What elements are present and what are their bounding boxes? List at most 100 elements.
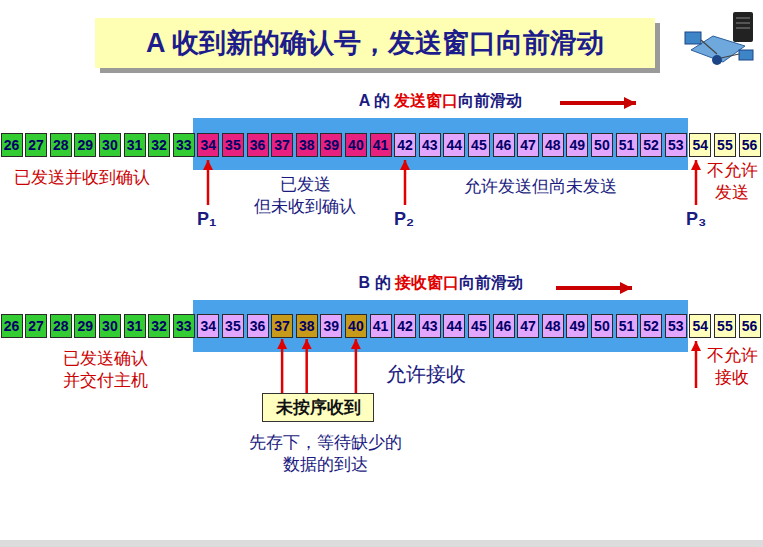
sequence-number: 49 — [570, 318, 586, 334]
sequence-cell: 40 — [345, 314, 367, 338]
label-slot: P₃ — [686, 208, 716, 231]
sequence-cell: 43 — [419, 314, 441, 338]
sequence-number: 40 — [348, 137, 364, 153]
sequence-cell: 41 — [370, 314, 392, 338]
pointer-label: P₂ — [394, 209, 414, 229]
slide-arrow — [560, 101, 636, 105]
pointer-arrow — [305, 339, 308, 393]
sequence-cell: 55 — [714, 133, 736, 157]
sequence-number: 48 — [545, 137, 561, 153]
note-label: 先存下，等待缺少的 数据的到达 — [249, 433, 402, 474]
sequence-cell: 54 — [689, 314, 711, 338]
sequence-number: 55 — [717, 318, 733, 334]
band-heading: B 的接收窗口向前滑动 — [193, 273, 688, 294]
sequence-cell: 44 — [443, 133, 465, 157]
heading-text: B 的 — [359, 273, 391, 294]
sequence-cell: 32 — [148, 133, 170, 157]
sequence-number: 46 — [496, 318, 512, 334]
sequence-number: 36 — [250, 318, 266, 334]
sequence-number: 34 — [201, 318, 217, 334]
sequence-cell: 34 — [197, 133, 219, 157]
sequence-cell: 42 — [394, 133, 416, 157]
sequence-number: 45 — [471, 137, 487, 153]
sequence-number: 45 — [471, 318, 487, 334]
sequence-cell: 55 — [714, 314, 736, 338]
callout-text: 未按序收到 — [276, 398, 361, 417]
sequence-cell: 51 — [616, 314, 638, 338]
sequence-cell: 27 — [25, 314, 47, 338]
sequence-number: 43 — [422, 137, 438, 153]
label-slot: P₂ — [394, 208, 424, 231]
sequence-cell: 43 — [419, 133, 441, 157]
sequence-number: 30 — [102, 137, 118, 153]
sequence-number: 37 — [274, 137, 290, 153]
pointer-arrow — [404, 160, 407, 205]
network-icon — [685, 12, 753, 65]
sequence-number: 54 — [693, 137, 709, 153]
sequence-cell: 38 — [296, 314, 318, 338]
sequence-number: 39 — [324, 318, 340, 334]
sequence-cell: 26 — [1, 314, 23, 338]
sequence-number: 29 — [78, 318, 94, 334]
band-heading: A 的发送窗口向前滑动 — [193, 91, 688, 112]
sequence-number: 46 — [496, 137, 512, 153]
sequence-cell: 36 — [247, 133, 269, 157]
sequence-cell: 35 — [222, 133, 244, 157]
sequence-cell: 56 — [739, 133, 761, 157]
sequence-number: 50 — [594, 318, 610, 334]
sequence-cell: 48 — [542, 133, 564, 157]
sequence-cell: 41 — [370, 133, 392, 157]
sequence-cell: 33 — [173, 314, 195, 338]
sequence-cell: 31 — [124, 133, 146, 157]
sequence-cell: 50 — [591, 133, 613, 157]
sequence-number: 26 — [4, 318, 20, 334]
bottom-strip — [0, 540, 763, 547]
label-slot: 不允许 接收 — [703, 345, 761, 389]
sequence-cell: 29 — [74, 133, 96, 157]
sequence-number: 41 — [373, 318, 389, 334]
pointer-arrow — [207, 160, 210, 205]
sequence-cell: 30 — [99, 314, 121, 338]
arrow-group — [160, 103, 696, 388]
sequence-number: 56 — [742, 137, 758, 153]
sequence-cell: 45 — [468, 133, 490, 157]
callout-box: 未按序收到 — [262, 393, 374, 422]
sequence-cell: 44 — [443, 314, 465, 338]
sequence-cell: 39 — [320, 133, 342, 157]
state-label: 已发送并收到确认 — [14, 168, 150, 187]
sequence-number: 48 — [545, 318, 561, 334]
sequence-number: 27 — [28, 137, 44, 153]
state-label: 不允许 发送 — [707, 161, 758, 202]
sequence-number: 31 — [127, 137, 143, 153]
label-slot: 已发送确认 并交付主机 — [30, 348, 180, 392]
heading-text: 向前滑动 — [459, 273, 523, 294]
slide-arrow — [556, 286, 632, 290]
sequence-number: 50 — [594, 137, 610, 153]
sequence-number: 44 — [447, 318, 463, 334]
sequence-number: 34 — [201, 137, 217, 153]
label-slot: P₁ — [197, 208, 227, 231]
sequence-cell: 27 — [25, 133, 47, 157]
sequence-cell: 33 — [173, 133, 195, 157]
sequence-cell: 56 — [739, 314, 761, 338]
label-slot: 允许接收 — [386, 361, 486, 387]
sequence-number: 30 — [102, 318, 118, 334]
sequence-number: 33 — [176, 318, 192, 334]
sequence-cell: 35 — [222, 314, 244, 338]
heading-text: A 的 — [359, 91, 390, 112]
sequence-number: 42 — [397, 318, 413, 334]
sequence-number: 53 — [668, 318, 684, 334]
sequence-cell: 31 — [124, 314, 146, 338]
sequence-number: 41 — [373, 137, 389, 153]
label-slot: 不允许 发送 — [703, 160, 761, 204]
sequence-number: 26 — [4, 137, 20, 153]
sequence-number: 43 — [422, 318, 438, 334]
heading-text: 发送窗口 — [394, 91, 458, 112]
title-text: A 收到新的确认号，发送窗口向前滑动 — [146, 25, 604, 61]
sequence-cell: 37 — [271, 314, 293, 338]
sequence-cell: 28 — [50, 133, 72, 157]
state-label: 已发送确认 并交付主机 — [63, 349, 148, 390]
sequence-number: 28 — [53, 137, 69, 153]
sequence-number: 32 — [151, 318, 167, 334]
